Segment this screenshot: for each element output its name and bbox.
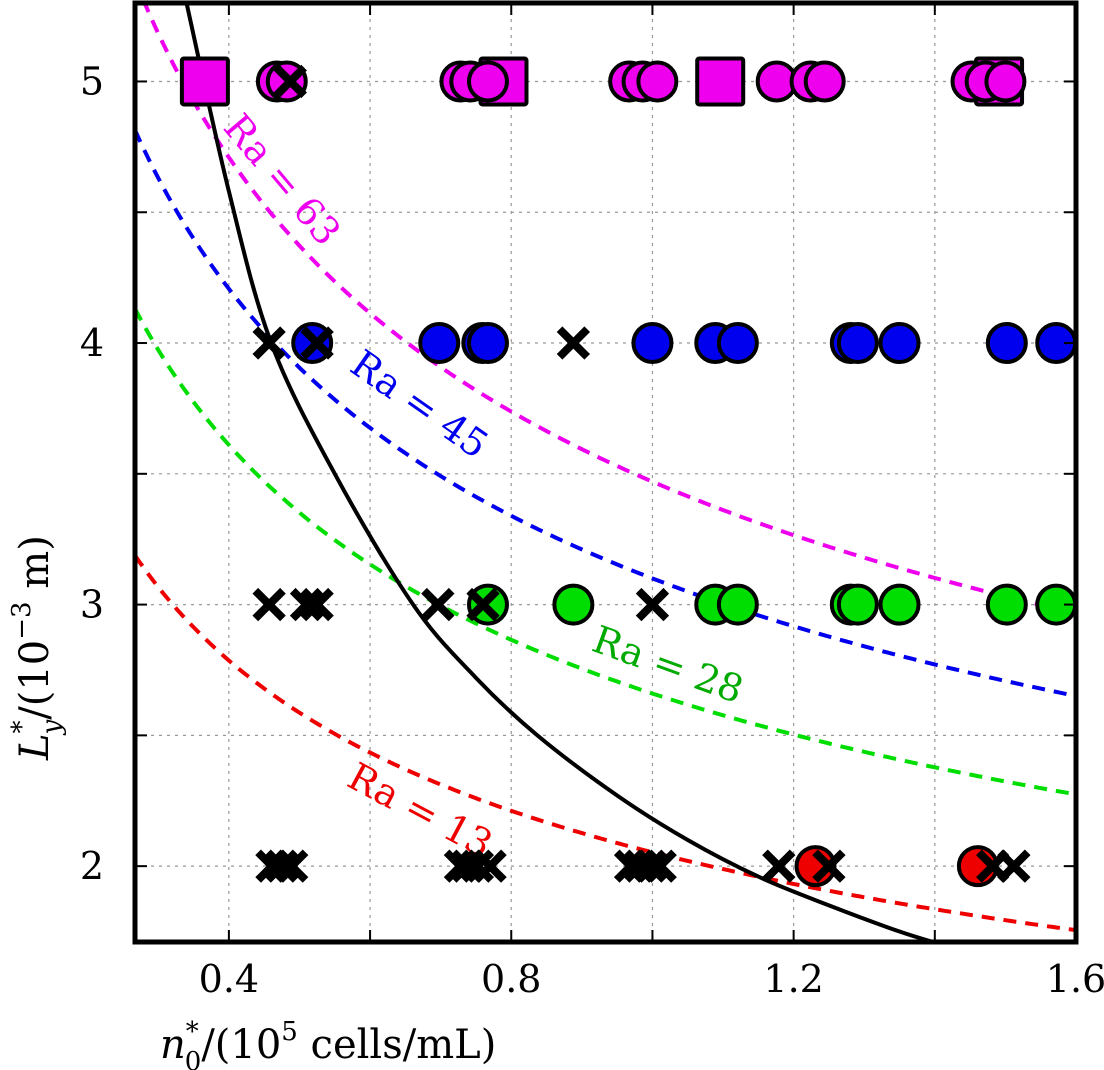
- circle-marker: [716, 583, 759, 626]
- ticks: 0.4 0.8 1.2 1.6 2 3 4 5: [80, 3, 1104, 1001]
- circle-marker: [984, 60, 1027, 103]
- y-axis-label: L*y/(10−3 m): [7, 535, 67, 761]
- iso-curve-ra28: [135, 307, 1076, 797]
- y-axis-label-tail: m): [12, 535, 58, 601]
- plot-frame: [132, 0, 1079, 945]
- y-axis-label-sup: *: [7, 720, 37, 733]
- markers: [179, 56, 1076, 888]
- cross-marker: [466, 587, 500, 622]
- circle-marker: [418, 322, 461, 365]
- iso-curve-ra13: [135, 554, 1076, 933]
- curve-label-ra13: Ra = 13: [341, 754, 500, 866]
- y-tick-label: 5: [80, 59, 104, 103]
- x-axis-label-sub: 0: [185, 1047, 202, 1070]
- circle-marker: [878, 322, 921, 365]
- cross-marker: [300, 326, 334, 360]
- cross-marker: [976, 849, 1010, 883]
- circle-marker: [803, 60, 846, 103]
- circle-marker: [836, 583, 879, 626]
- circle-marker: [636, 60, 679, 103]
- circle-marker: [466, 322, 509, 365]
- curve-label-ra28: Ra = 28: [587, 617, 749, 712]
- cross-marker: [273, 64, 307, 99]
- x-axis-label-tail: cells/mL): [298, 1022, 496, 1068]
- circle-marker: [985, 322, 1028, 365]
- cross-marker: [812, 849, 846, 883]
- circle-marker: [985, 583, 1028, 626]
- cross-marker: [473, 849, 507, 883]
- x-axis-label-exp: 5: [281, 1017, 298, 1047]
- y-axis-label-rest: /(10: [12, 640, 58, 720]
- circle-marker: [466, 60, 509, 103]
- cross-marker: [556, 326, 591, 360]
- x-axis-label-symbol: n: [160, 1022, 186, 1068]
- cross-marker: [300, 587, 334, 622]
- y-axis-label-symbol: L: [12, 733, 58, 761]
- square-marker: [695, 56, 746, 107]
- circle-marker: [552, 583, 595, 626]
- x-axis-label-sup: *: [186, 1017, 199, 1047]
- square-marker: [179, 56, 230, 107]
- x-axis-label: n*0/(105 cells/mL): [160, 1017, 496, 1070]
- x-tick-label: 0.4: [199, 957, 259, 1001]
- cross-marker: [762, 849, 796, 883]
- y-tick-label: 2: [80, 844, 104, 888]
- circle-marker: [716, 322, 759, 365]
- cross-marker: [421, 587, 455, 622]
- circle-marker: [631, 322, 674, 365]
- cross-marker: [635, 587, 670, 622]
- y-tick-label: 4: [80, 321, 104, 365]
- y-tick-label: 3: [80, 583, 104, 627]
- iso-curve-ra63: [142, 3, 1076, 616]
- circle-marker: [878, 583, 921, 626]
- cross-marker: [275, 849, 309, 883]
- circle-marker: [836, 322, 879, 365]
- critical-curve: [184, 3, 941, 942]
- x-tick-label: 1.6: [1046, 957, 1104, 1001]
- y-axis-label-sub: y: [37, 719, 67, 735]
- cross-marker: [252, 587, 286, 622]
- cross-marker: [997, 849, 1031, 883]
- x-axis-label-rest: /(10: [201, 1022, 281, 1068]
- cross-marker: [252, 326, 286, 360]
- x-tick-label: 1.2: [763, 957, 823, 1001]
- curves: [135, 3, 1076, 942]
- cross-marker: [643, 849, 677, 883]
- curve-label-ra63: Ra = 63: [215, 106, 349, 254]
- y-axis-label-exp: −3: [7, 601, 37, 639]
- x-tick-label: 0.8: [481, 957, 541, 1001]
